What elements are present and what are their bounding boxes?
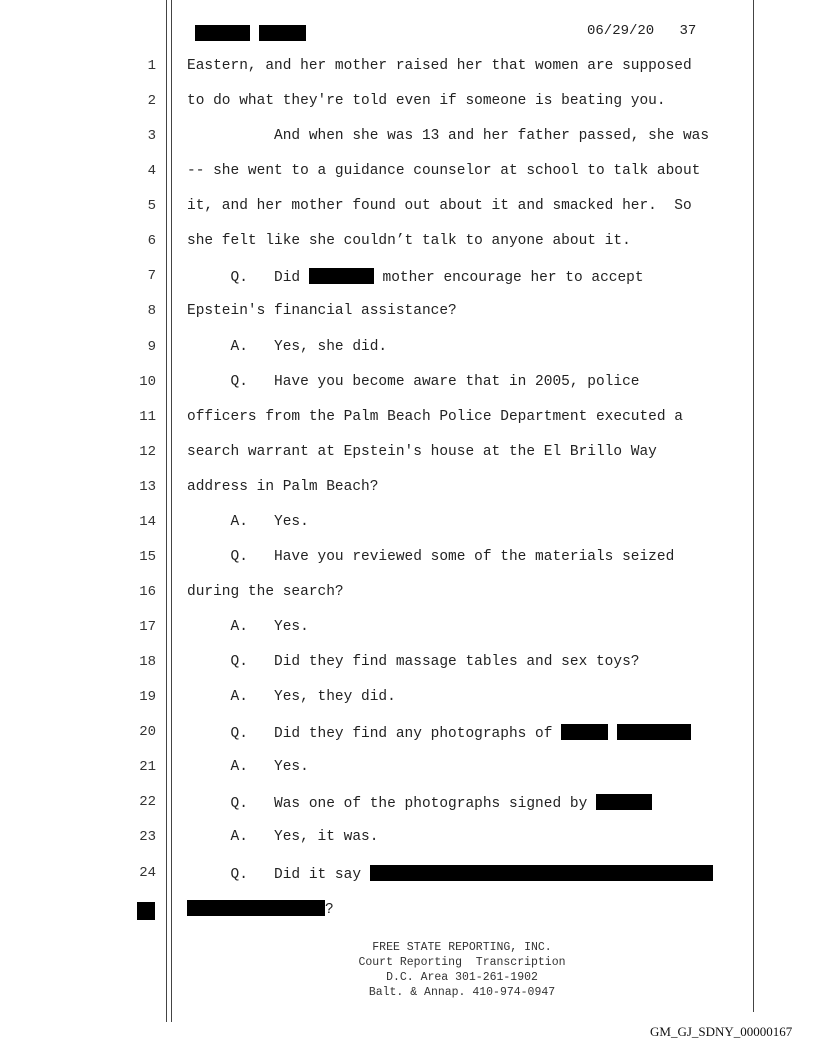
- transcript-line: to do what they're told even if someone …: [187, 93, 666, 109]
- redaction-box: [369, 865, 713, 881]
- line-text-post: ?: [325, 902, 334, 918]
- transcript-line: A. Yes.: [187, 619, 309, 635]
- line-number-redaction: [137, 902, 155, 920]
- redaction-box: [308, 268, 374, 284]
- transcript-line: address in Palm Beach?: [187, 479, 379, 495]
- line-number: 20: [139, 724, 156, 740]
- redaction-box: [561, 724, 609, 740]
- reporter-footer: FREE STATE REPORTING, INC. Court Reporti…: [280, 940, 644, 1000]
- header-redaction-2: [259, 25, 306, 41]
- header-redaction-1: [195, 25, 250, 41]
- transcript-line: Q. Did mother encourage her to accept: [187, 268, 644, 286]
- redaction-box: [616, 724, 691, 740]
- transcript-line: search warrant at Epstein's house at the…: [187, 444, 657, 460]
- transcript-line: A. Yes, she did.: [187, 339, 388, 355]
- line-number: 10: [139, 374, 156, 390]
- transcript-line: during the search?: [187, 584, 344, 600]
- line-text-pre: Q. Was one of the photographs signed by: [187, 796, 596, 812]
- transcript-line: A. Yes.: [187, 514, 309, 530]
- page-number: 37: [679, 23, 697, 39]
- transcript-line: A. Yes, they did.: [187, 689, 396, 705]
- transcript-line: -- she went to a guidance counselor at s…: [187, 163, 701, 179]
- line-number: 17: [139, 619, 156, 635]
- line-text-pre: Q. Did they find any photographs of: [187, 726, 562, 742]
- line-number: 21: [139, 759, 156, 775]
- transcript-line: officers from the Palm Beach Police Depa…: [187, 409, 683, 425]
- line-number: 1: [147, 58, 156, 74]
- transcript-line: Q. Did they find massage tables and sex …: [187, 654, 640, 670]
- transcript-line: ?: [187, 900, 334, 918]
- line-number: 2: [147, 93, 156, 109]
- line-text-pre: Q. Did it say: [187, 867, 370, 883]
- line-number: 4: [147, 163, 156, 179]
- transcript-line: A. Yes.: [187, 759, 309, 775]
- line-number: 19: [139, 689, 156, 705]
- line-number: 6: [147, 233, 156, 249]
- line-number: 13: [139, 479, 156, 495]
- line-number: 22: [139, 794, 156, 810]
- line-number: 8: [147, 303, 156, 319]
- redaction-box: [595, 794, 652, 810]
- transcript-line: Epstein's financial assistance?: [187, 303, 457, 319]
- footer-dc-phone: D.C. Area 301-261-1902: [386, 971, 538, 984]
- bates-number: GM_GJ_SDNY_00000167: [650, 1024, 793, 1039]
- footer-service: Court Reporting Transcription: [358, 956, 566, 969]
- line-number: 16: [139, 584, 156, 600]
- left-margin-rule-outer: [166, 0, 167, 1022]
- header-date-page: 06/29/20 37: [587, 23, 696, 39]
- line-number: 15: [139, 549, 156, 565]
- left-margin-rule-inner: [171, 0, 172, 1022]
- line-number: 7: [147, 268, 156, 284]
- footer-balt-phone: Balt. & Annap. 410-974-0947: [368, 986, 556, 999]
- line-number: 3: [147, 128, 156, 144]
- transcript-line: Q. Did it say: [187, 865, 713, 883]
- line-number: 14: [139, 514, 156, 530]
- line-number: 5: [147, 198, 156, 214]
- transcript-line: she felt like she couldn’t talk to anyon…: [187, 233, 631, 249]
- transcript-line: And when she was 13 and her father passe…: [187, 128, 710, 144]
- transcript-line: Q. Have you become aware that in 2005, p…: [187, 374, 640, 390]
- line-number: 23: [139, 829, 156, 845]
- line-number: 12: [139, 444, 156, 460]
- line-number: 11: [139, 409, 156, 425]
- transcript-line: Q. Did they find any photographs of: [187, 724, 691, 742]
- transcript-line: Eastern, and her mother raised her that …: [187, 58, 692, 74]
- footer-company: FREE STATE REPORTING, INC.: [372, 941, 552, 954]
- line-number: 18: [139, 654, 156, 670]
- transcript-line: A. Yes, it was.: [187, 829, 379, 845]
- transcript-line: Q. Have you reviewed some of the materia…: [187, 549, 675, 565]
- transcript-line: Q. Was one of the photographs signed by: [187, 794, 652, 812]
- redaction-box: [187, 900, 325, 916]
- transcript-line: it, and her mother found out about it an…: [187, 198, 692, 214]
- line-text-pre: Q. Did: [187, 270, 309, 286]
- line-text-post: mother encourage her to accept: [373, 270, 644, 286]
- header-date: 06/29/20: [587, 23, 655, 39]
- line-number: 24: [139, 865, 156, 881]
- line-number: 9: [147, 339, 156, 355]
- right-margin-rule: [753, 0, 754, 1012]
